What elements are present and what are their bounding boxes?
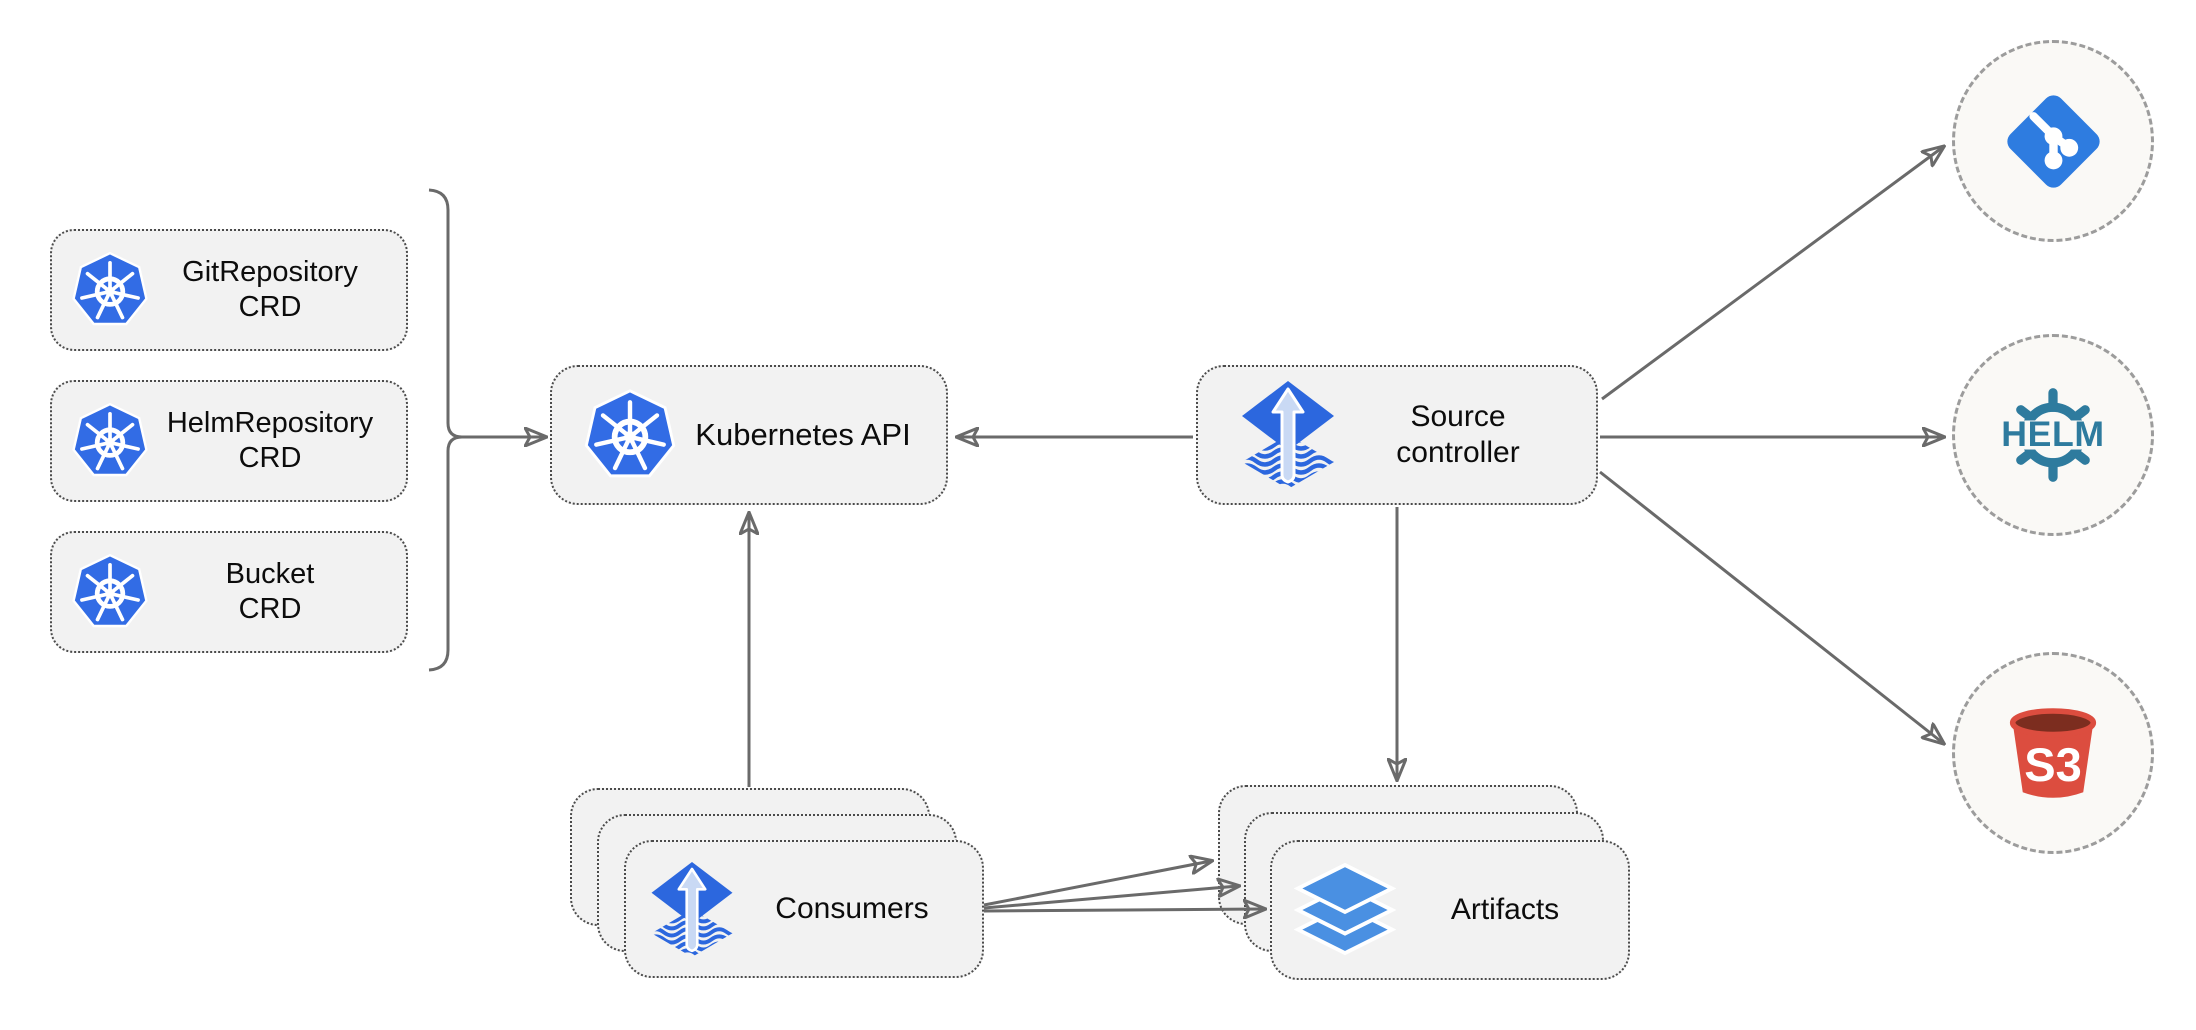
git-icon — [2006, 94, 2100, 188]
kubernetes-icon — [70, 250, 150, 330]
helmrepository-crd-label: HelmRepository CRD — [166, 407, 374, 474]
git-source-node — [1952, 40, 2154, 242]
artifacts-label: Artifacts — [1450, 893, 1560, 926]
s3-bucket-icon: S3 — [2009, 708, 2097, 798]
consumers-node: Consumers — [624, 840, 984, 978]
helm-source-node: HELM — [1952, 334, 2154, 536]
s3-label: S3 — [2024, 738, 2082, 791]
helm-icon: HELM — [1996, 388, 2110, 482]
flux-source-icon — [1238, 379, 1338, 491]
kubernetes-icon — [582, 387, 678, 483]
artifacts-node: Artifacts — [1270, 840, 1630, 980]
source-controller-label: Source controller — [1396, 400, 1520, 469]
bucket-crd-node: Bucket CRD — [50, 531, 408, 653]
gitrepository-crd-node: GitRepository CRD — [50, 229, 408, 351]
kubernetes-icon — [70, 401, 150, 481]
source-controller-node: Source controller — [1196, 365, 1598, 505]
gitrepository-crd-label: GitRepository CRD — [182, 256, 358, 323]
flux-source-icon — [648, 860, 736, 959]
bucket-crd-label: Bucket CRD — [225, 558, 315, 625]
helmrepository-crd-node: HelmRepository CRD — [50, 380, 408, 502]
s3-source-node: S3 — [1952, 652, 2154, 854]
consumers-label: Consumers — [775, 892, 929, 925]
kubernetes-api-node: Kubernetes API — [550, 365, 948, 505]
layers-icon — [1294, 863, 1396, 957]
helm-label: HELM — [2001, 414, 2105, 454]
kubernetes-api-label: Kubernetes API — [695, 417, 911, 453]
kubernetes-icon — [70, 552, 150, 632]
